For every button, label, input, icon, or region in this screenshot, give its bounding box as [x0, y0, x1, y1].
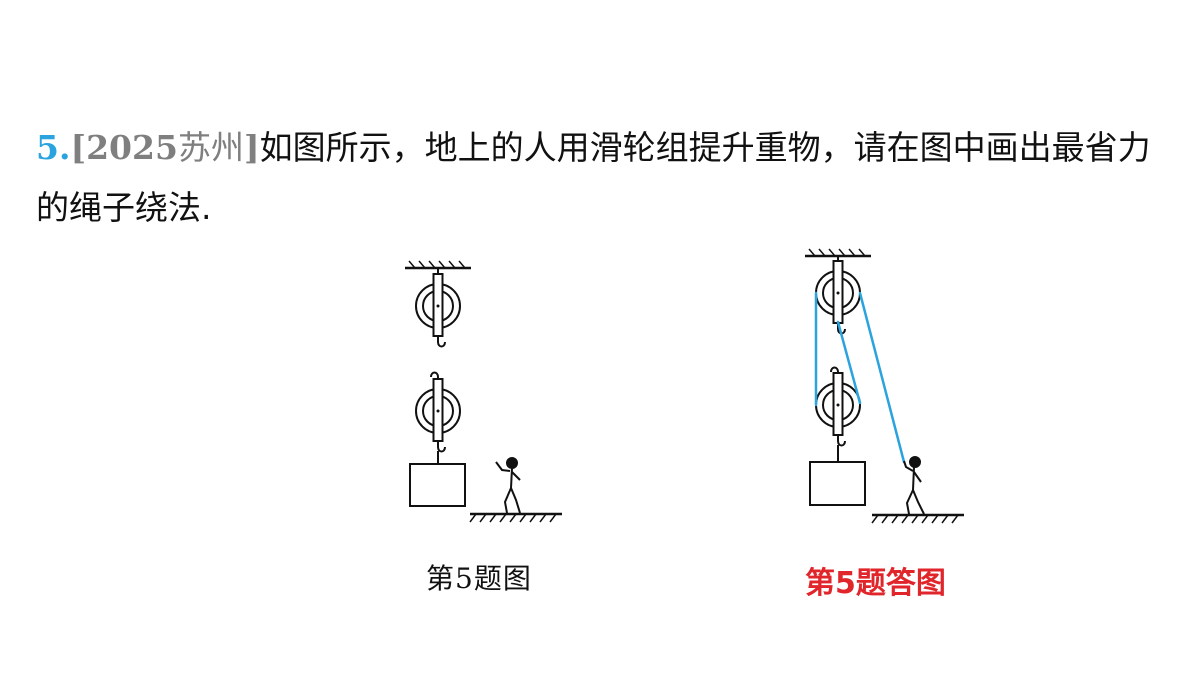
answer-ground [870, 513, 966, 525]
ceiling-support [403, 259, 473, 270]
fixed-pulley-hook [437, 335, 446, 348]
source-close-bracket: ] [243, 128, 260, 167]
rope-windings [814, 291, 906, 464]
fixed-pulley [415, 273, 461, 337]
person-figure [495, 457, 521, 514]
movable-pulley-hook [437, 440, 446, 453]
ground [468, 512, 564, 524]
source-year: 2025 [86, 128, 178, 167]
movable-pulley [415, 378, 461, 442]
question-number: 5. [36, 128, 71, 167]
answer-figure [803, 247, 966, 525]
question-figure-caption: 第5题图 [426, 562, 532, 595]
question-source: [2025苏州] [70, 128, 259, 167]
question-figure [403, 259, 564, 524]
answer-fixed-pulley [815, 260, 861, 324]
question-text-block: 5.[2025苏州]如图所示，地上的人用滑轮组提升重物，请在图中画出最省力的绳子… [36, 118, 1156, 238]
answer-ceiling-support [803, 247, 873, 258]
load-box [409, 463, 466, 507]
answer-load-box [809, 461, 866, 506]
answer-movable-pulley-hook [837, 434, 846, 447]
answer-figure-caption: 第5题答图 [805, 566, 946, 601]
source-city: 苏州 [177, 128, 244, 167]
question-body: 如图所示，地上的人用滑轮组提升重物，请在图中画出最省力的绳子绕法. [36, 128, 1151, 227]
source-open-bracket: [ [70, 128, 87, 167]
answer-person-figure [903, 456, 925, 515]
